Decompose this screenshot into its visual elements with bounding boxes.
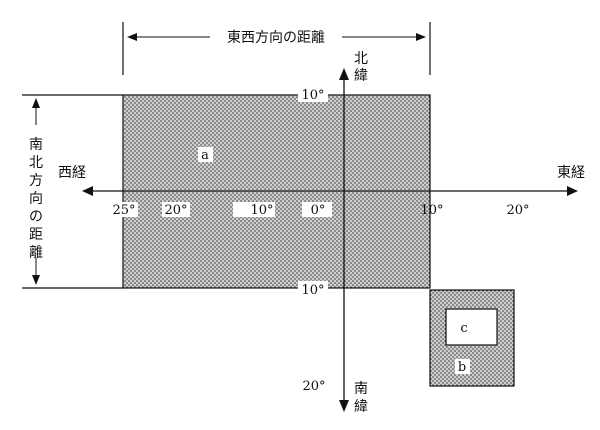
ns-dim-char: 向 bbox=[29, 191, 43, 207]
region-a-label: a bbox=[201, 148, 209, 163]
ns-dim-char: 北 bbox=[29, 155, 43, 171]
ns-dim-char: 距 bbox=[29, 227, 43, 243]
region-c-label: c bbox=[460, 321, 467, 336]
ew-dim-arrow-left bbox=[127, 33, 137, 41]
south-latitude-char: 緯 bbox=[354, 399, 368, 415]
ns-dim-char: 方 bbox=[29, 173, 43, 189]
north-latitude-char: 北 bbox=[354, 51, 368, 67]
x-tick-label: 10° bbox=[250, 203, 273, 218]
region-label-bg bbox=[455, 359, 470, 374]
ns-dim-arrow-bottom bbox=[32, 275, 40, 285]
y-axis-arrow-top bbox=[339, 68, 349, 80]
tick-bg bbox=[302, 202, 332, 217]
y-tick-label: 10° bbox=[301, 283, 324, 298]
tick-bg bbox=[298, 86, 328, 102]
ew-dim-arrow-right bbox=[416, 33, 426, 41]
ns-dim-char: 南 bbox=[29, 137, 43, 153]
x-axis-arrow-right bbox=[567, 186, 578, 196]
south-latitude-char: 南 bbox=[354, 381, 368, 397]
region-label-bg bbox=[198, 147, 213, 162]
north-latitude-label: 北 緯 bbox=[354, 51, 368, 84]
x-tick-label: 25° bbox=[112, 203, 135, 218]
x-axis-arrow-left bbox=[82, 186, 93, 196]
region-b-label: b bbox=[458, 360, 466, 375]
north-latitude-char: 緯 bbox=[354, 68, 368, 84]
south-latitude-label: 南 緯 bbox=[354, 381, 368, 415]
x-tick-label: 10° bbox=[420, 203, 443, 218]
tick-bg bbox=[233, 202, 275, 217]
tick-bg bbox=[162, 202, 190, 217]
x-tick-label: 0° bbox=[311, 203, 326, 218]
ew-dim-label: 東西方向の距離 bbox=[227, 29, 325, 46]
y-tick-label: 10° bbox=[301, 88, 324, 103]
x-tick-label: 20° bbox=[164, 203, 187, 218]
west-longitude-label: 西経 bbox=[58, 165, 86, 181]
y-tick-label: 20° bbox=[302, 379, 325, 394]
ns-dim-char: の bbox=[29, 209, 43, 225]
ns-dim-char: 離 bbox=[29, 244, 43, 261]
ns-dim-label: 南 北 方 向 の 距 離 bbox=[29, 137, 43, 261]
ns-dim-arrow-top bbox=[32, 98, 40, 108]
region-c bbox=[445, 308, 498, 346]
tick-bg bbox=[110, 202, 138, 217]
y-axis-arrow-bottom bbox=[339, 400, 349, 412]
tick-bg bbox=[298, 281, 328, 297]
x-tick-label: 20° bbox=[506, 203, 529, 218]
east-longitude-label: 東経 bbox=[557, 165, 585, 181]
